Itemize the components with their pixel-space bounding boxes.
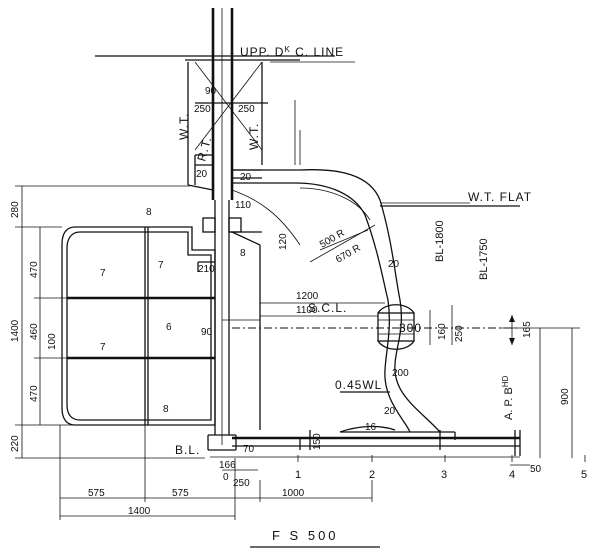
plate-7c: 7 [100,342,106,353]
dim-250r: 250 [454,325,465,342]
dim-250b: 250 [238,104,255,115]
wt-trunk [187,61,301,191]
dimension-values: 250 250 90 110 120 210 500 R 670 R 1200 … [10,86,571,517]
dim-500r: 500 R [318,228,347,251]
plate-20a: 20 [196,169,208,180]
plate-8a: 8 [146,207,152,218]
vertical-strut [211,8,234,445]
plate-6: 6 [166,322,172,333]
plate-20c: 20 [388,259,400,270]
dim-v1400: 1400 [10,319,21,342]
dim-150: 150 [312,433,323,450]
ap-label: A. P. BHD [501,375,515,420]
dim-70: 70 [243,444,255,455]
text-labels: UPP. DK C. LINE W.T. FLAT S.C.L. 0.45WL … [175,45,532,543]
bl-label: B.L. [175,443,200,457]
plate-thickness-marks: 8 7 7 6 7 8 8 20 20 20 20 16 0 [100,169,400,483]
rt-label: R.T. [194,135,214,163]
station-1: 1 [295,469,301,481]
plate-7b: 7 [158,260,164,271]
dim-v100: 100 [47,333,58,350]
left-dimension-chain [15,185,205,459]
stern-frame-arm [231,169,520,433]
station-numbers: 1 2 3 4 5 [295,469,587,481]
dim-165: 165 [522,321,533,338]
dim-v220: 220 [10,435,21,452]
dim-1100: 1100 [296,305,318,316]
dim-v470b: 470 [29,385,40,402]
dim-v280: 280 [10,201,21,218]
dim-160: 160 [437,323,448,340]
dim-110: 110 [235,200,251,211]
dim-210: 210 [198,264,215,275]
plate-16: 16 [365,422,377,433]
dim-1000: 1000 [282,488,305,499]
dim-50: 50 [530,464,542,475]
plate-7a: 7 [100,268,106,279]
wt-right-label: W.T. [247,123,261,150]
station-ticks [297,455,586,462]
scl-label: S.C.L. [308,301,347,315]
dim-250a: 250 [194,104,211,115]
plate-0: 0 [223,472,229,483]
station-5: 5 [581,469,587,481]
dim-300: 300 [399,321,422,335]
dim-200: 200 [392,368,409,379]
dim-v470a: 470 [29,261,40,278]
plate-20b: 20 [240,172,252,183]
dim-900: 900 [560,388,571,405]
station-2: 2 [369,469,375,481]
upper-deck-line [95,55,355,63]
wt-left-label: W.T. [177,113,191,140]
dim-1400bot: 1400 [128,506,151,517]
bl-1800-label: BL-1800 [434,220,446,262]
title-label: F S 500 [272,528,339,543]
keel-structure [207,425,521,456]
dim-575b: 575 [172,488,189,499]
shaft-hub [377,304,415,350]
dim-90mid: 90 [201,327,213,338]
station-3: 3 [441,469,447,481]
box-section [61,217,262,430]
station-4: 4 [509,469,515,481]
dim-166: 166 [219,460,236,471]
dim-1200: 1200 [296,291,319,302]
dim-120: 120 [278,233,289,250]
dim-90top: 90 [205,86,217,97]
right-dimension-chain [429,305,580,466]
upper-deck-label: UPP. DK C. LINE [240,45,344,59]
dim-v460: 460 [29,323,40,340]
plate-8b: 8 [163,404,169,415]
plate-8c: 8 [240,248,246,259]
reference-lines [210,302,520,458]
plate-20d: 20 [384,406,396,417]
dim-575a: 575 [88,488,105,499]
dim-250bot: 250 [233,478,250,489]
wl-label: 0.45WL [335,378,382,392]
bottom-dimension-chain [59,425,380,548]
wt-flat-label: W.T. FLAT [468,190,532,204]
bl-1750-label: BL-1750 [478,238,490,280]
